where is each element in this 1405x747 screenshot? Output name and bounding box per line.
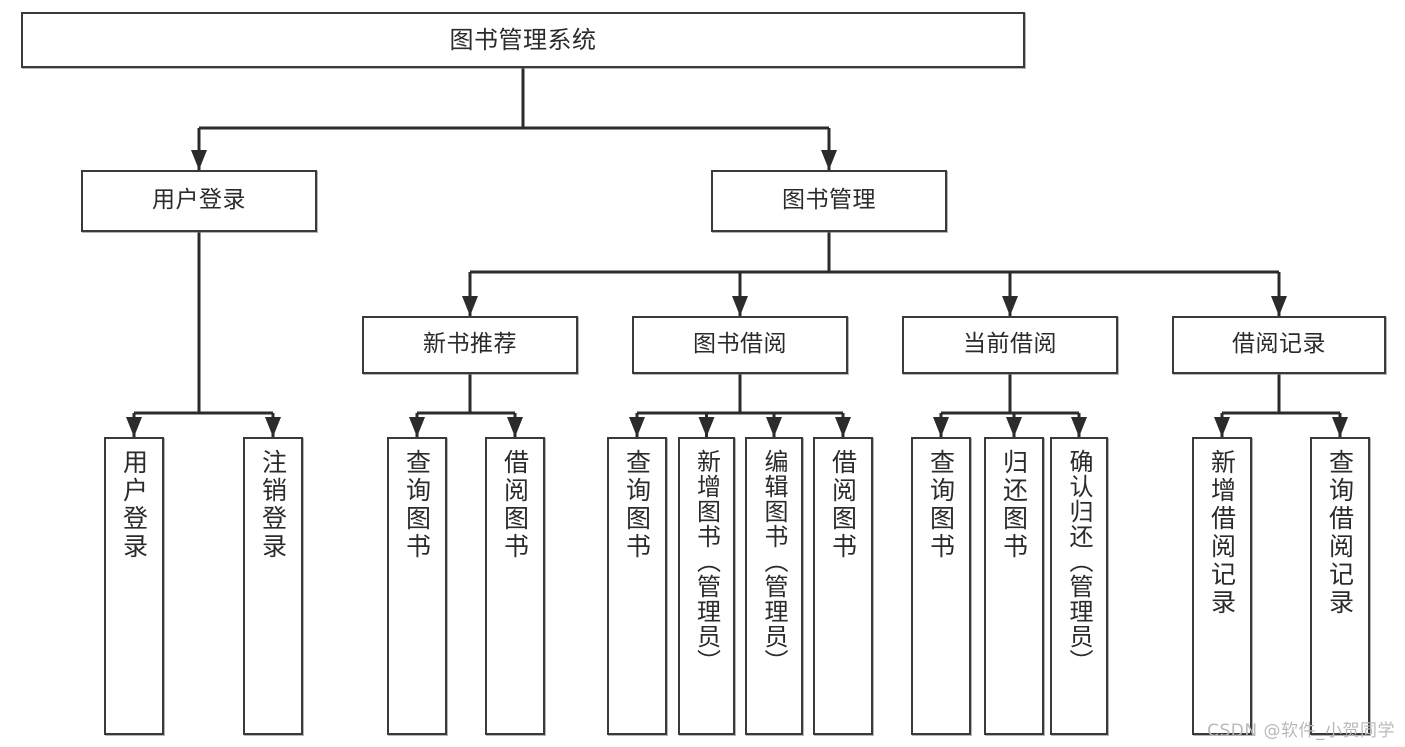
arrowhead-leaf-current-return (1006, 417, 1022, 437)
node-label-records: 借阅记录 (1232, 331, 1326, 358)
node-label-leaf-current-return: 归还图书 (999, 449, 1029, 561)
arrowhead-login (191, 150, 207, 170)
node-bookmgmt[interactable]: 图书管理 (711, 170, 947, 232)
arrowhead-records (1271, 296, 1287, 316)
arrowhead-leaf-records-add (1214, 417, 1230, 437)
node-label-borrow: 图书借阅 (693, 331, 787, 358)
node-label-leaf-borrow-edit: 编辑图书（管理员） (760, 449, 788, 674)
node-login[interactable]: 用户登录 (81, 170, 317, 232)
node-leaf-current-query[interactable]: 查询图书 (911, 437, 971, 735)
watermark-label: CSDN @软件_小贺同学 (1207, 721, 1395, 741)
arrowhead-leaf-borrow-query (629, 417, 645, 437)
arrowhead-leaf-current-query (933, 417, 949, 437)
node-label-leaf-records-query: 查询借阅记录 (1325, 449, 1355, 617)
node-borrow[interactable]: 图书借阅 (632, 316, 848, 374)
arrowhead-bookmgmt (821, 150, 837, 170)
node-label-bookmgmt: 图书管理 (782, 187, 876, 214)
node-label-current: 当前借阅 (963, 331, 1057, 358)
arrowhead-leaf-borrow-edit (766, 417, 782, 437)
node-label-newbook: 新书推荐 (423, 331, 517, 358)
node-leaf-borrow-edit[interactable]: 编辑图书（管理员） (745, 437, 803, 735)
node-current[interactable]: 当前借阅 (902, 316, 1118, 374)
node-leaf-user-login[interactable]: 用户登录 (104, 437, 164, 735)
node-label-login: 用户登录 (152, 187, 246, 214)
arrowhead-leaf-user-logout (265, 417, 281, 437)
arrowhead-leaf-records-query (1332, 417, 1348, 437)
node-leaf-borrow-add[interactable]: 新增图书（管理员） (678, 437, 735, 735)
node-leaf-user-logout[interactable]: 注销登录 (243, 437, 303, 735)
node-newbook[interactable]: 新书推荐 (362, 316, 578, 374)
node-leaf-records-query[interactable]: 查询借阅记录 (1310, 437, 1370, 735)
node-leaf-newbook-query[interactable]: 查询图书 (387, 437, 447, 735)
arrowhead-borrow (732, 296, 748, 316)
node-label-leaf-borrow-book: 借阅图书 (828, 449, 858, 561)
node-leaf-borrow-query[interactable]: 查询图书 (607, 437, 667, 735)
node-label-root: 图书管理系统 (449, 25, 597, 54)
node-label-leaf-newbook-borrow: 借阅图书 (500, 449, 530, 561)
node-label-leaf-current-confirm: 确认归还（管理员） (1065, 449, 1093, 674)
node-label-leaf-user-logout: 注销登录 (258, 449, 288, 561)
node-root[interactable]: 图书管理系统 (21, 12, 1025, 68)
node-label-leaf-newbook-query: 查询图书 (402, 449, 432, 561)
arrowhead-leaf-current-confirm (1071, 417, 1087, 437)
arrowhead-leaf-newbook-query (409, 417, 425, 437)
arrowhead-leaf-newbook-borrow (507, 417, 523, 437)
arrowhead-newbook (462, 296, 478, 316)
node-leaf-current-return[interactable]: 归还图书 (984, 437, 1044, 735)
node-label-leaf-records-add: 新增借阅记录 (1207, 449, 1237, 617)
node-label-leaf-borrow-add: 新增图书（管理员） (692, 449, 721, 674)
node-records[interactable]: 借阅记录 (1172, 316, 1386, 374)
node-leaf-current-confirm[interactable]: 确认归还（管理员） (1050, 437, 1108, 735)
node-label-leaf-borrow-query: 查询图书 (622, 449, 652, 561)
arrowhead-leaf-user-login (126, 417, 142, 437)
node-label-leaf-user-login: 用户登录 (119, 449, 149, 561)
node-leaf-records-add[interactable]: 新增借阅记录 (1192, 437, 1252, 735)
node-leaf-newbook-borrow[interactable]: 借阅图书 (485, 437, 545, 735)
arrowhead-current (1002, 296, 1018, 316)
node-label-leaf-current-query: 查询图书 (926, 449, 956, 561)
arrowhead-leaf-borrow-add (698, 417, 715, 437)
arrowhead-leaf-borrow-book (835, 417, 851, 437)
node-leaf-borrow-book[interactable]: 借阅图书 (813, 437, 873, 735)
